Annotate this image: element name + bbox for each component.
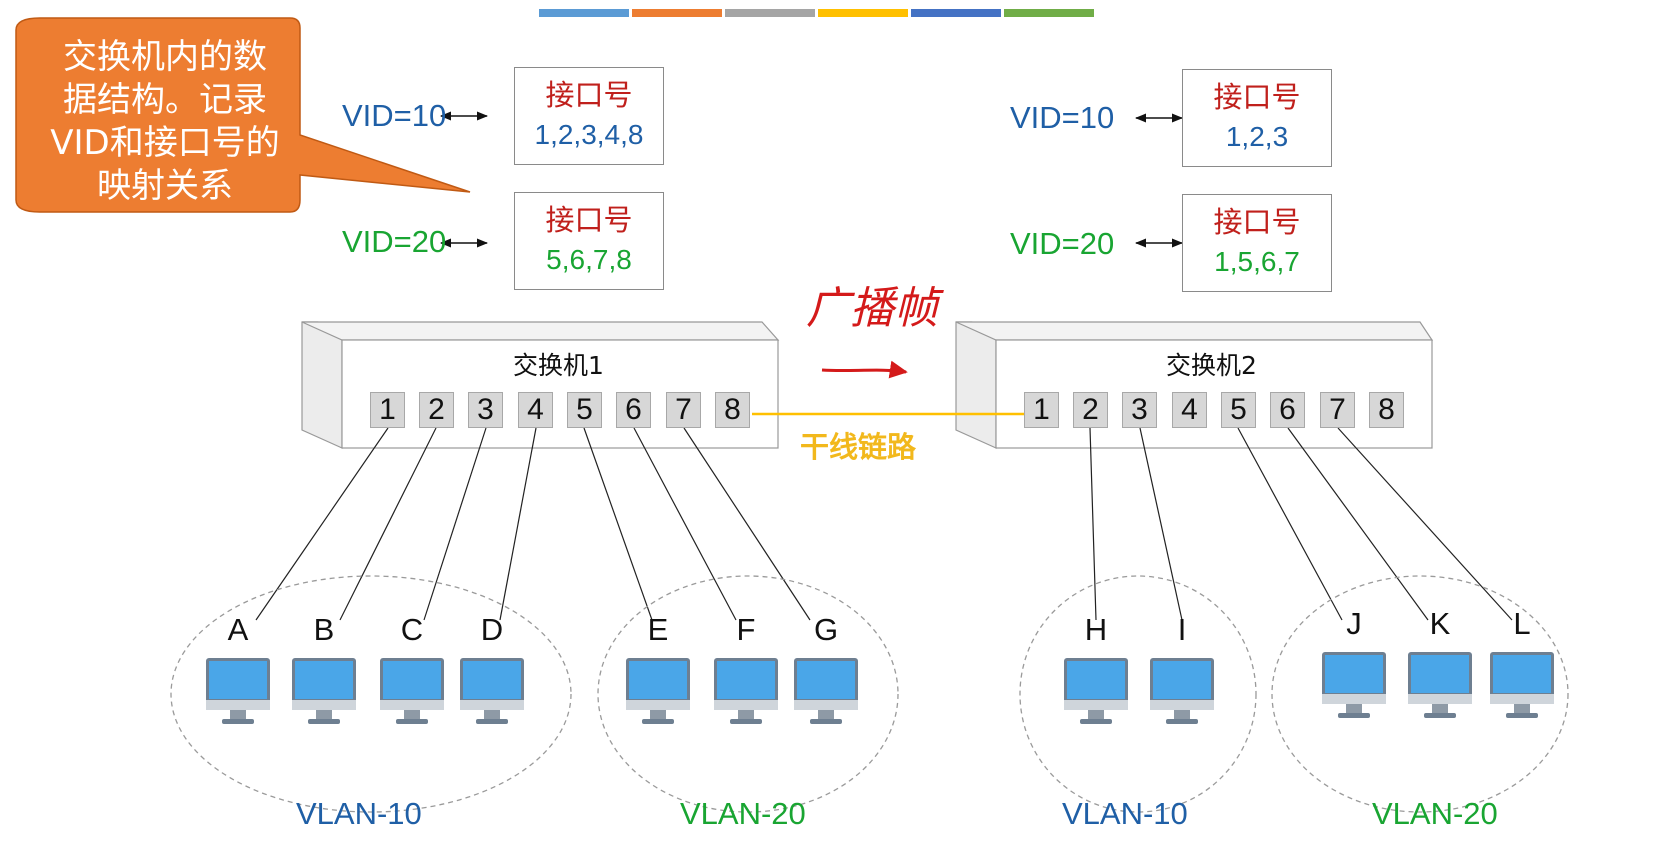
switch2-port-8[interactable]: 8 [1369,392,1404,428]
pc-icon-h [1064,658,1128,724]
switch2-port-3[interactable]: 3 [1122,392,1157,428]
callout-text: 交换机内的数 据结构。记录 VID和接口号的 映射关系 [30,36,300,208]
vlan-label-4: VLAN-20 [1372,796,1498,831]
switch1-port-2[interactable]: 2 [419,392,454,428]
pc-icon-a [206,658,270,724]
vlan-label-2: VLAN-20 [680,796,806,831]
switch2-vid10-label: VID=10 [1010,100,1115,135]
vlan-ellipse-1 [170,575,572,813]
switch1-body [301,321,780,449]
pc-icon-c [380,658,444,724]
pc-icon-l [1490,652,1554,718]
switch1-port-6[interactable]: 6 [616,392,651,428]
host-label-k: K [1429,606,1451,641]
switch1-port-5[interactable]: 5 [567,392,602,428]
table-header: 接口号 [545,203,633,237]
pc-icon-j [1322,652,1386,718]
switch2-port-4[interactable]: 4 [1172,392,1207,428]
callout-line-4: 映射关系 [97,166,233,206]
host-label-l: L [1513,606,1531,641]
table-header: 接口号 [1213,205,1301,239]
pc-icon-d [460,658,524,724]
vlan-label-3: VLAN-10 [1062,796,1188,831]
host-label-c: C [400,612,424,647]
switch1-label: 交换机1 [513,351,604,380]
switch1-vid10-label: VID=10 [342,98,447,133]
switch2-vid20-label: VID=20 [1010,226,1115,261]
callout-line-2: 据结构。记录 [63,80,267,120]
switch2-label: 交换机2 [1166,351,1257,380]
switch1-port-1[interactable]: 1 [370,392,405,428]
switch1-vid20-label: VID=20 [342,224,447,259]
switch1-vid20-table: 接口号 5,6,7,8 [514,192,664,290]
broadcast-annotation: 广播帧 [806,283,938,334]
host-label-e: E [647,612,669,647]
table-header: 接口号 [1213,80,1301,114]
stripe-2 [632,9,722,17]
switch2-port-6[interactable]: 6 [1270,392,1305,428]
callout-line-3: VID和接口号的 [50,123,280,163]
host-label-j: J [1346,606,1362,641]
callout-line-1: 交换机内的数 [63,37,267,77]
host-label-h: H [1084,612,1108,647]
switch2-port-7[interactable]: 7 [1320,392,1355,428]
table-header: 接口号 [545,78,633,112]
switch2-port-2[interactable]: 2 [1073,392,1108,428]
host-label-a: A [227,612,249,647]
switch1-port-8[interactable]: 8 [715,392,750,428]
pc-icon-e [626,658,690,724]
pc-icon-b [292,658,356,724]
switch2-vid20-table: 接口号 1,5,6,7 [1182,194,1332,292]
switch1-port-4[interactable]: 4 [518,392,553,428]
stripe-3 [725,9,815,17]
pc-icon-f [714,658,778,724]
vlan-ellipse-2 [597,575,899,813]
table-ports: 1,2,3 [1225,121,1289,152]
stripe-4 [818,9,908,17]
table-ports: 1,2,3,4,8 [534,119,644,150]
stripe-5 [911,9,1001,17]
vlan-ellipse-3 [1019,575,1257,813]
host-label-f: F [736,612,756,647]
switch1-port-3[interactable]: 3 [468,392,503,428]
switch2-cables [1089,427,1513,621]
stripe-6 [1004,9,1094,17]
trunk-label: 干线链路 [800,430,917,464]
pc-icon-k [1408,652,1472,718]
host-label-i: I [1177,612,1187,647]
pc-icon-i [1150,658,1214,724]
table-ports: 5,6,7,8 [546,244,632,275]
table-ports: 1,5,6,7 [1214,246,1300,277]
broadcast-arrow-icon [821,360,908,379]
host-label-d: D [480,612,504,647]
switch2-vid10-table: 接口号 1,2,3 [1182,69,1332,167]
host-label-g: G [813,612,839,647]
vlan-ellipse-4 [1271,575,1569,813]
switch2-port-1[interactable]: 1 [1024,392,1059,428]
switch1-vid10-table: 接口号 1,2,3,4,8 [514,67,664,165]
switch2-body [955,321,1434,449]
stripe-1 [539,9,629,17]
vlan-label-1: VLAN-10 [296,796,422,831]
switch1-port-7[interactable]: 7 [666,392,701,428]
callout-bubble [15,17,471,213]
pc-icon-g [794,658,858,724]
switch2-port-5[interactable]: 5 [1221,392,1256,428]
switch1-cables [255,427,811,621]
host-label-b: B [313,612,335,647]
